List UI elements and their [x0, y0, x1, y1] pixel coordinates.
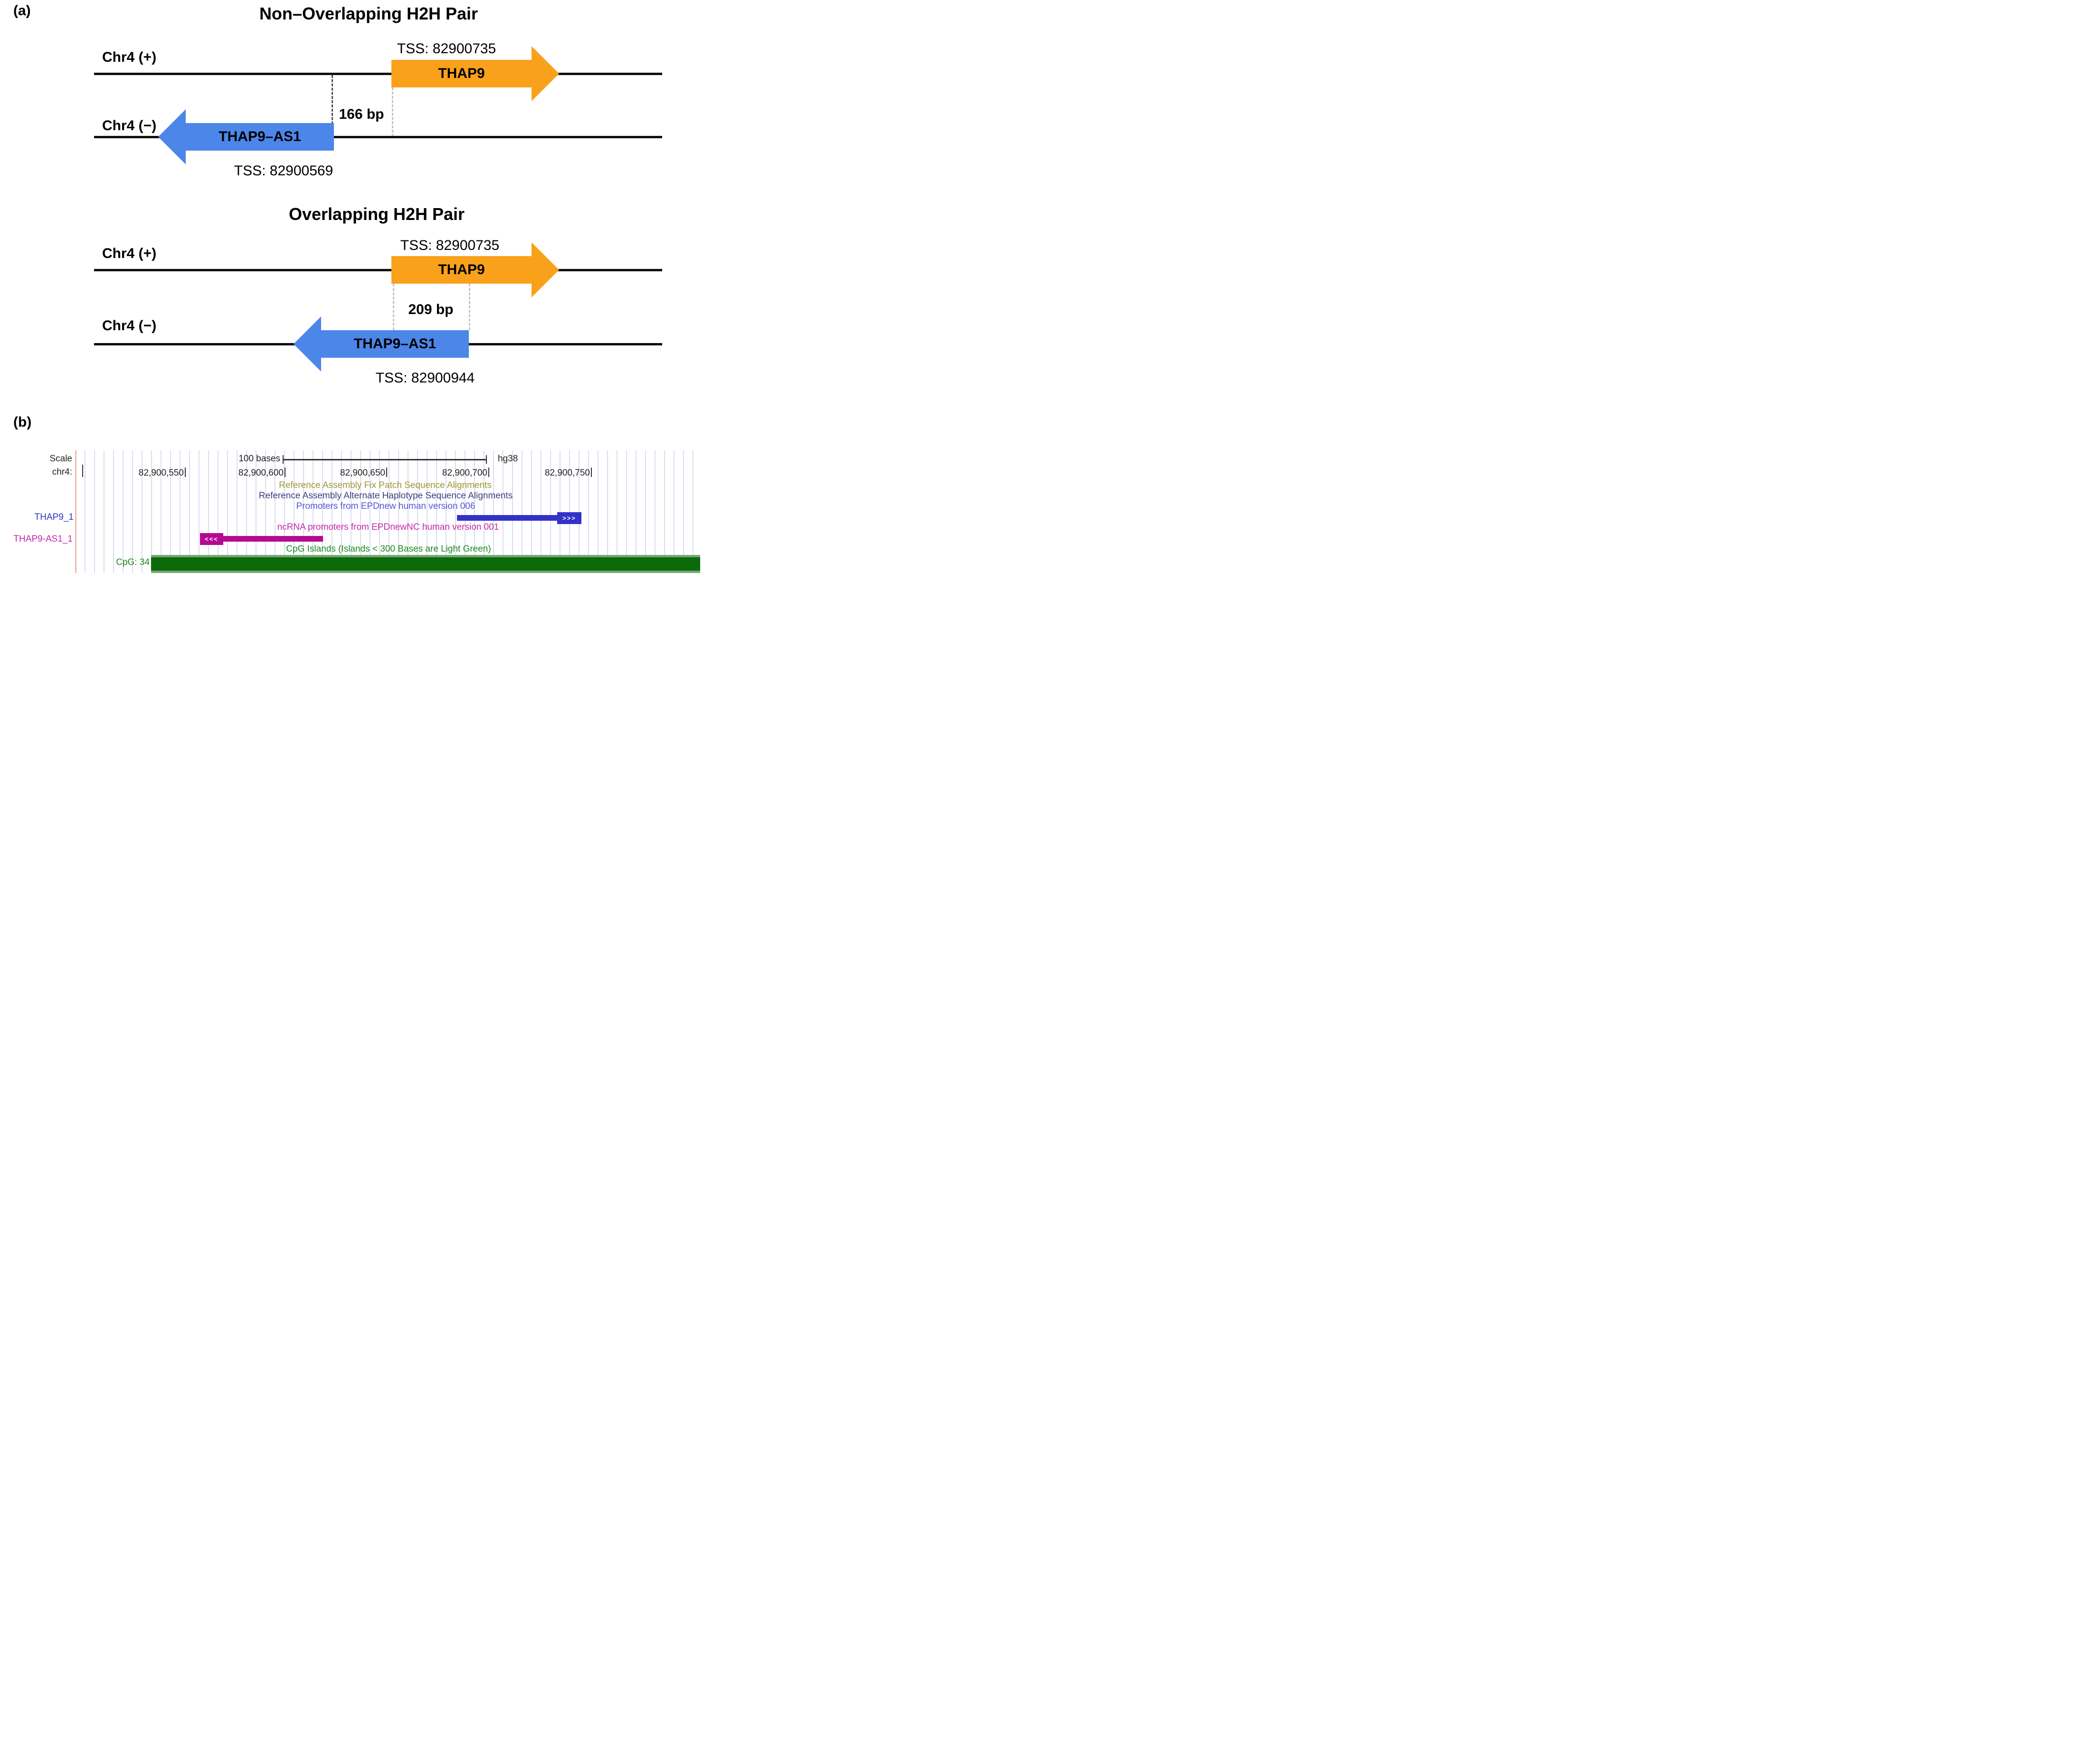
- diagram1-minus-strand-label: Chr4 (−): [102, 118, 157, 134]
- diagram1-thap9-tss: TSS: 82900735: [397, 41, 496, 57]
- chrom-label: chr4:: [52, 467, 72, 477]
- diagram2-thap9-arrowhead-icon: [532, 242, 559, 297]
- coordinate-tick: [488, 468, 489, 477]
- coordinate-label: 82,900,600: [238, 468, 284, 478]
- diagram1-minus-strand-line: [94, 136, 662, 138]
- diagram2-thap9as1-tss: TSS: 82900944: [375, 370, 475, 386]
- coordinate-tick: [591, 468, 592, 477]
- browser-gridlines: [75, 450, 700, 573]
- track-title-epdnew-nc: ncRNA promoters from EPDnewNC human vers…: [277, 522, 499, 532]
- thap9-as1-promoter-bar: [223, 536, 323, 542]
- diagram1-title: Non–Overlapping H2H Pair: [259, 4, 478, 23]
- cpg-island-label: CpG: 34: [116, 557, 150, 567]
- scale-ruler-bar: [283, 459, 487, 460]
- diagram1-thap9as1-arrow: THAP9–AS1: [186, 123, 334, 151]
- diagram2-left-dashed-line: [393, 284, 394, 330]
- diagram1-plus-strand-line: [94, 73, 662, 75]
- track-title-epdnew: Promoters from EPDnew human version 006: [296, 501, 475, 511]
- coordinate-label: 82,900,650: [340, 468, 385, 478]
- thap9-as1-promoter-arrow-block: <<<: [200, 533, 223, 545]
- diagram2-plus-strand-line: [94, 269, 662, 271]
- diagram1-thap9as1-tss: TSS: 82900569: [234, 163, 333, 179]
- diagram1-thap9-arrowhead-icon: [532, 46, 559, 101]
- diagram1-plus-strand-label: Chr4 (+): [102, 49, 157, 65]
- diagram2-right-dashed-line: [469, 284, 470, 330]
- diagram2-minus-strand-label: Chr4 (−): [102, 318, 157, 334]
- panel-b-label: (b): [13, 414, 32, 430]
- ruler-label: 100 bases: [238, 454, 280, 464]
- scale-ruler-right-tick: [486, 455, 487, 464]
- diagram1-left-dashed-line: [332, 75, 333, 137]
- coordinate-label: 82,900,700: [442, 468, 487, 478]
- coordinate-label: 82,900,750: [544, 468, 590, 478]
- scale-label: Scale: [49, 454, 72, 464]
- diagram1-thap9-arrow: THAP9: [391, 60, 532, 87]
- thap9-promoter-bar: [457, 515, 557, 521]
- thap9-as1-promoter-label: THAP9-AS1_1: [13, 534, 73, 544]
- track-title-fix-patch: Reference Assembly Fix Patch Sequence Al…: [279, 480, 492, 490]
- coordinate-tick: [386, 468, 387, 477]
- diagram2-thap9-tss: TSS: 82900735: [400, 238, 500, 253]
- diagram1-distance-label: 166 bp: [339, 106, 384, 122]
- diagram2-thap9as1-label: THAP9–AS1: [353, 336, 437, 352]
- diagram2-distance-label: 209 bp: [408, 302, 454, 317]
- cpg-island-bar: [151, 555, 700, 573]
- coordinate-label: 82,900,550: [138, 468, 184, 478]
- panel-a-label: (a): [13, 3, 31, 19]
- chrom-tick: [82, 465, 83, 477]
- diagram2-thap9as1-arrow: THAP9–AS1: [321, 330, 469, 358]
- diagram2-thap9-label: THAP9: [438, 262, 485, 277]
- figure: (a) Non–Overlapping H2H Pair TSS: 829007…: [0, 0, 700, 580]
- diagram1-thap9as1-arrowhead-icon: [158, 109, 186, 164]
- thap9-promoter-label: THAP9_1: [34, 512, 74, 522]
- diagram2-plus-strand-label: Chr4 (+): [102, 246, 157, 261]
- scale-ruler-left-tick: [283, 455, 284, 464]
- coordinate-tick: [185, 468, 186, 477]
- genome-browser: Scale 100 bases hg38 chr4: 82,900,550 82…: [13, 450, 700, 579]
- diagram1-right-dashed-line: [392, 87, 393, 137]
- diagram2-title: Overlapping H2H Pair: [288, 204, 465, 224]
- browser-marker-line: [75, 450, 76, 573]
- diagram2-thap9-arrow: THAP9: [391, 256, 532, 284]
- diagram1-thap9as1-label: THAP9–AS1: [219, 129, 301, 144]
- thap9-promoter-arrow-block: >>>: [557, 512, 581, 524]
- diagram1-thap9-label: THAP9: [438, 66, 485, 81]
- diagram2-thap9as1-arrowhead-icon: [294, 316, 321, 372]
- genome-assembly-label: hg38: [498, 454, 518, 464]
- track-title-cpg: CpG Islands (Islands < 300 Bases are Lig…: [286, 544, 491, 554]
- track-title-alt-haplotype: Reference Assembly Alternate Haplotype S…: [258, 491, 513, 501]
